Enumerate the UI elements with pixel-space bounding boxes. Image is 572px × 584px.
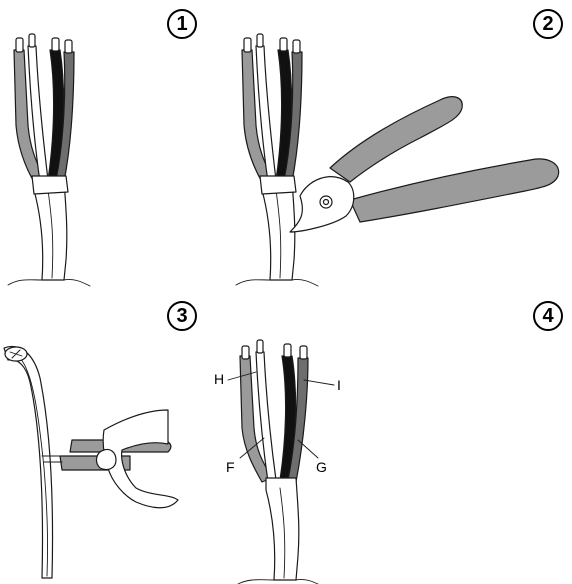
label-F: F xyxy=(226,459,235,475)
step-2-number: 2 xyxy=(542,13,553,35)
step-4-number-badge: 4 xyxy=(534,302,562,330)
step-2-panel: 2 xyxy=(236,10,562,286)
step-3-panel: 3 xyxy=(4,302,196,578)
label-G: G xyxy=(316,459,327,475)
step-1-number: 1 xyxy=(176,13,187,35)
step-4-wire-bundle xyxy=(238,340,322,584)
pliers-upper-handle xyxy=(330,97,462,182)
side-cutter-pliers xyxy=(290,97,559,232)
label-H: H xyxy=(214,371,224,387)
step-3-number-badge: 3 xyxy=(168,302,196,330)
pliers-lower-handle xyxy=(350,159,559,222)
step-2-number-badge: 2 xyxy=(534,10,562,38)
step-4-number: 4 xyxy=(542,305,554,327)
step-3-number: 3 xyxy=(176,305,187,327)
label-I: I xyxy=(337,377,341,393)
step-1-number-badge: 1 xyxy=(168,10,196,38)
step-1-wire-bundle xyxy=(8,34,90,286)
step-1-panel: 1 xyxy=(8,10,196,286)
step-2-wire-bundle xyxy=(236,34,318,286)
stripping-knife-in-hand xyxy=(42,410,178,508)
step-4-panel: 4 H I F G xyxy=(214,302,562,584)
